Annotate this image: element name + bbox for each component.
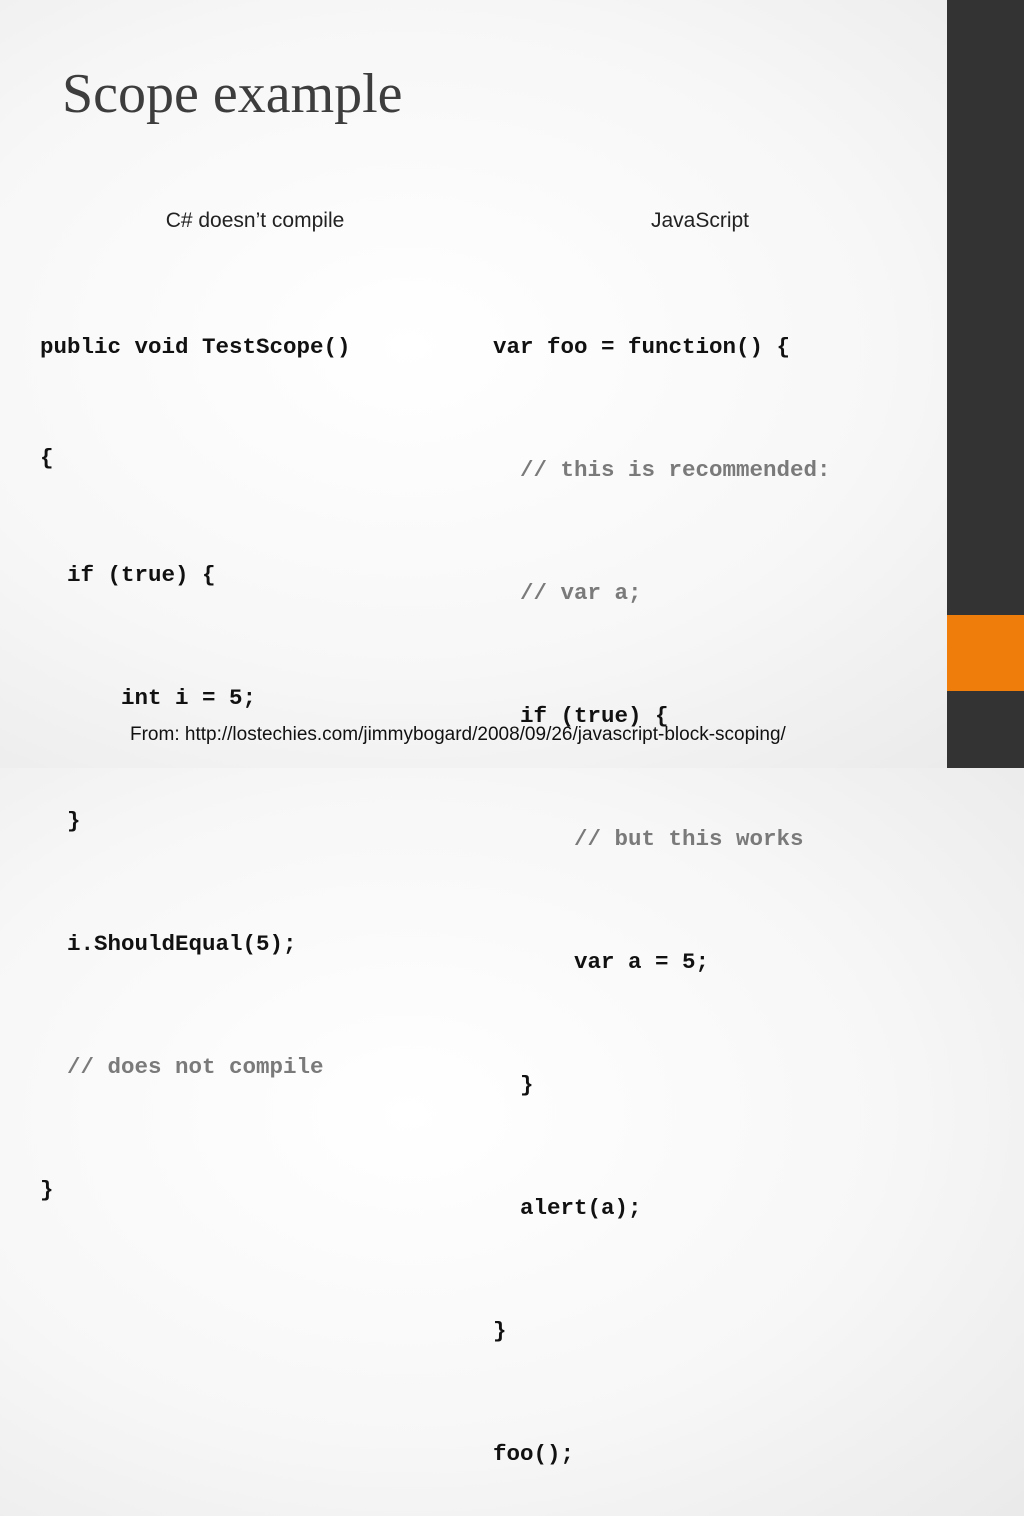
- javascript-heading: JavaScript: [650, 209, 750, 232]
- code-line: int i = 5;: [40, 685, 257, 711]
- csharp-code-block: public void TestScope() { if (true) { in…: [40, 245, 351, 1252]
- code-line: public void TestScope(): [40, 334, 351, 360]
- code-comment: // this is recommended:: [493, 457, 831, 483]
- csharp-heading: C# doesn’t compile: [165, 209, 345, 232]
- code-line: }: [40, 1177, 54, 1203]
- code-line: var a = 5;: [493, 949, 710, 975]
- code-line: }: [40, 808, 81, 834]
- javascript-code-block: var foo = function() { // this is recomm…: [493, 245, 831, 1516]
- code-line: }: [493, 1318, 507, 1344]
- code-line: {: [40, 445, 54, 471]
- orange-accent-block: [947, 615, 1024, 691]
- slide-title: Scope example: [62, 63, 403, 125]
- code-line: i.ShouldEqual(5);: [40, 931, 297, 957]
- code-comment: // but this works: [493, 826, 804, 852]
- code-line: if (true) {: [493, 703, 669, 729]
- code-line: alert(a);: [493, 1195, 642, 1221]
- code-line: var foo = function() {: [493, 334, 791, 360]
- code-comment: // does not compile: [40, 1054, 324, 1080]
- code-comment: // var a;: [493, 580, 642, 606]
- source-citation: From: http://lostechies.com/jimmybogard/…: [130, 724, 786, 745]
- code-line: }: [493, 1072, 534, 1098]
- code-line: if (true) {: [40, 562, 216, 588]
- code-line: foo();: [493, 1441, 575, 1467]
- right-sidebar: [947, 0, 1024, 768]
